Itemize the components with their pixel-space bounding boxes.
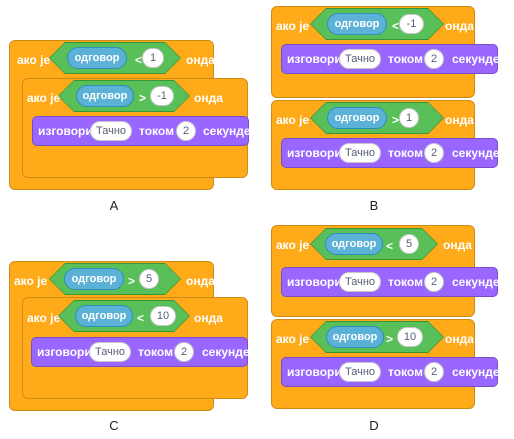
say-block[interactable]: изговори Тачно током 2 секунде xyxy=(31,337,250,367)
if-keyword: ако је xyxy=(14,274,48,288)
say-block[interactable]: изговори Тачно током 2 секунде xyxy=(281,138,500,168)
answer-reporter[interactable]: одговор xyxy=(325,233,383,255)
then-keyword: онда xyxy=(445,113,474,127)
say-block[interactable]: изговори Тачно током 2 секунде xyxy=(281,357,500,387)
say-block[interactable]: изговори Тачно током 2 секунде xyxy=(32,116,251,146)
option-c: ако је одговор > 5 онда ако је одговор <… xyxy=(9,261,250,433)
say-text-input[interactable]: Тачно xyxy=(339,49,381,69)
say-block[interactable]: изговори Тачно током 2 секунде xyxy=(281,267,500,297)
seconds-input[interactable]: 2 xyxy=(176,121,196,141)
say-keyword: изговори xyxy=(37,345,92,359)
answer-reporter[interactable]: одговор xyxy=(76,85,134,107)
value-input[interactable]: 10 xyxy=(150,306,176,326)
operator-symbol: < xyxy=(386,239,394,253)
option-letter: A xyxy=(109,198,119,213)
say-text-input[interactable]: Тачно xyxy=(339,143,381,163)
for-keyword: током xyxy=(139,124,174,138)
seconds-keyword: секунде xyxy=(203,124,251,138)
option-b: ако је одговор < -1 онда изговори Тачно … xyxy=(0,0,514,219)
value-input[interactable]: 5 xyxy=(139,269,159,289)
if-keyword: ако је xyxy=(17,53,51,67)
operator-symbol: < xyxy=(135,53,143,67)
say-keyword: изговори xyxy=(287,146,342,160)
option-letter: B xyxy=(369,198,379,213)
if-keyword: ако је xyxy=(27,91,61,105)
then-keyword: онда xyxy=(194,311,223,325)
then-keyword: онда xyxy=(443,238,472,252)
say-keyword: изговори xyxy=(287,52,342,66)
answer-reporter[interactable]: одговор xyxy=(75,305,133,327)
option-letter: D xyxy=(369,418,379,433)
answer-reporter[interactable]: одговор xyxy=(327,107,387,129)
for-keyword: током xyxy=(138,345,173,359)
then-keyword: онда xyxy=(186,53,215,67)
seconds-input[interactable]: 2 xyxy=(424,143,444,163)
seconds-keyword: секунде xyxy=(452,365,500,379)
say-keyword: изговори xyxy=(287,365,342,379)
say-keyword: изговори xyxy=(38,124,93,138)
value-input[interactable]: 10 xyxy=(397,327,423,347)
say-text-input[interactable]: Тачно xyxy=(339,362,381,382)
seconds-input[interactable]: 2 xyxy=(424,49,444,69)
seconds-input[interactable]: 2 xyxy=(424,362,444,382)
then-keyword: онда xyxy=(445,332,474,346)
option-a: ако је одговор < 1 онда ако је одговор >… xyxy=(0,0,257,219)
for-keyword: током xyxy=(388,146,423,160)
if-keyword: ако је xyxy=(276,19,310,33)
say-keyword: изговори xyxy=(287,275,342,289)
for-keyword: током xyxy=(388,275,423,289)
if-keyword: ако је xyxy=(276,113,310,127)
answer-reporter[interactable]: одговор xyxy=(326,326,384,348)
operator-symbol: < xyxy=(392,19,400,33)
option-letter: C xyxy=(109,418,119,433)
answer-reporter[interactable]: одговор xyxy=(327,13,387,35)
say-text-input[interactable]: Тачно xyxy=(89,342,131,362)
say-block[interactable]: изговори Тачно током 2 секунде xyxy=(281,44,500,74)
operator-symbol: > xyxy=(139,91,147,105)
seconds-keyword: секунде xyxy=(202,345,250,359)
value-input[interactable]: -1 xyxy=(150,86,174,106)
seconds-keyword: секунде xyxy=(452,275,500,289)
seconds-keyword: секунде xyxy=(452,52,500,66)
if-keyword: ако је xyxy=(27,311,61,325)
if-keyword: ако је xyxy=(276,332,310,346)
operator-symbol: > xyxy=(386,332,394,346)
if-keyword: ако је xyxy=(276,238,310,252)
then-keyword: онда xyxy=(194,91,223,105)
operator-symbol: > xyxy=(392,113,400,127)
operator-symbol: > xyxy=(128,274,136,288)
then-keyword: онда xyxy=(186,274,215,288)
then-keyword: онда xyxy=(445,19,474,33)
value-input[interactable]: -1 xyxy=(399,14,424,34)
answer-reporter[interactable]: одговор xyxy=(64,268,124,290)
answer-reporter[interactable]: одговор xyxy=(67,47,127,69)
for-keyword: током xyxy=(388,365,423,379)
for-keyword: током xyxy=(388,52,423,66)
operator-symbol: < xyxy=(137,311,145,325)
say-text-input[interactable]: Тачно xyxy=(339,272,381,292)
seconds-input[interactable]: 2 xyxy=(174,342,194,362)
value-input[interactable]: 1 xyxy=(142,48,164,68)
value-input[interactable]: 1 xyxy=(399,108,419,128)
seconds-input[interactable]: 2 xyxy=(424,272,444,292)
seconds-keyword: секунде xyxy=(452,146,500,160)
value-input[interactable]: 5 xyxy=(399,234,419,254)
say-text-input[interactable]: Тачно xyxy=(90,121,132,141)
